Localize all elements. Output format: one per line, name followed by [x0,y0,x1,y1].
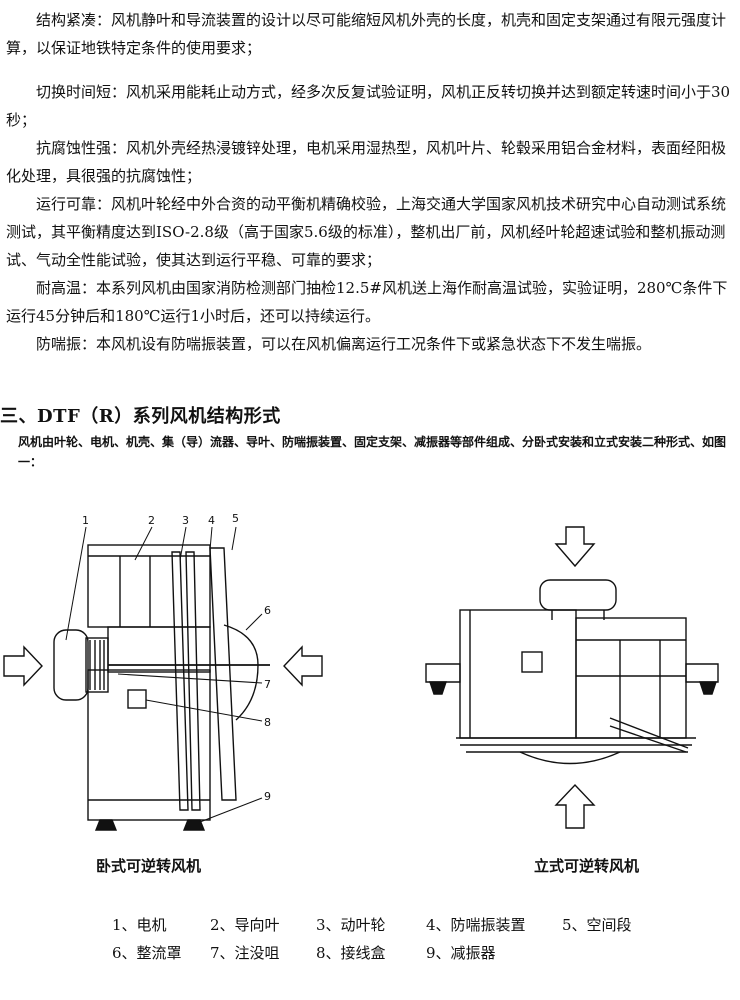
casing-upper [87,544,211,628]
inflow-arrow-top [554,526,596,568]
motor-top [539,579,617,611]
paragraph-high-temperature: 耐高温：本系列风机由国家消防检测部门抽检12.5#风机送上海作耐高温试验，实验证… [6,279,728,325]
legend-item: 1、电机 [112,916,167,934]
support-arm-left [425,663,461,683]
callout-numbers: 1 2 3 4 5 6 7 8 9 [82,512,271,803]
callout-1: 1 [82,514,89,527]
inflow-arrow-bottom [554,783,596,829]
section-intro: 风机由叶轮、电机、机壳、集（导）流器、导叶、防喘振装置、固定支架、减振器等部件组… [18,435,727,469]
fan-structure-figure: 1 2 3 4 5 6 7 8 9 [3,512,719,831]
damper-right [182,819,206,831]
support-arm-right [685,663,719,683]
legend-item: 4、防喘振装置 [426,916,526,934]
casing-main [459,609,577,739]
callout-6: 6 [264,604,271,617]
legend-item: 3、动叶轮 [316,916,386,934]
casing-lower [87,669,211,821]
damper-left [94,819,118,831]
callout-9: 9 [264,790,271,803]
junction-box [127,689,147,709]
callout-3: 3 [182,514,189,527]
inflow-arrow-right [283,645,323,687]
fairing-right [519,751,621,765]
legend-item: 7、注没咀 [210,944,280,962]
horizontal-fan-diagram [3,526,323,831]
legend-item: 6、整流罩 [112,944,182,962]
caption-horizontal-fan: 卧式可逆转风机 [96,857,202,875]
junction-box-right [521,651,543,673]
legend-item: 5、空间段 [562,916,632,934]
legend-row-1: 1、电机 2、导向叶 3、动叶轮 4、防喘振装置 5、空间段 [0,914,740,938]
inflow-arrow-left [3,645,43,687]
callout-8: 8 [264,716,271,729]
callout-5: 5 [232,512,239,525]
paragraph-switch-time: 切换时间短：风机采用能耗止动方式，经多次反复试验证明，风机正反转切换并达到额定转… [6,83,731,129]
motor-body [53,629,89,701]
callout-7: 7 [264,678,271,691]
paragraph-corrosion-resistance: 抗腐蚀性强：风机外壳经热浸镀锌处理，电机采用湿热型，风机叶片、轮毂采用铝合金材料… [6,139,727,185]
impeller-blades [171,551,189,811]
legend-row-2: 6、整流罩 7、注没咀 8、接线盒 9、减振器 [0,942,740,966]
legend-item: 8、接线盒 [316,944,386,962]
vertical-fan-diagram [425,526,719,829]
fairing [223,624,259,721]
paragraph-anti-surge: 防喘振：本风机设有防喘振装置，可以在风机偏离运行工况条件下或紧急状态下不发生喘振… [36,335,652,353]
hub [107,626,211,673]
paragraph-compact-structure: 结构紧凑：风机静叶和导流装置的设计以尽可能缩短风机外壳的长度，机壳和固定支架通过… [6,11,727,57]
section-heading: 三、DTF（R）系列风机结构形式 [0,406,281,427]
anti-surge-device [209,547,237,801]
callout-2: 2 [148,514,155,527]
legend-item: 2、导向叶 [210,916,280,934]
callout-4: 4 [208,514,215,527]
caption-vertical-fan: 立式可逆转风机 [534,857,640,875]
paragraph-reliability: 运行可靠：风机叶轮经中外合资的动平衡机精确校验，上海交通大学国家风机技术研究中心… [6,195,727,269]
legend-item: 9、减振器 [426,944,496,962]
